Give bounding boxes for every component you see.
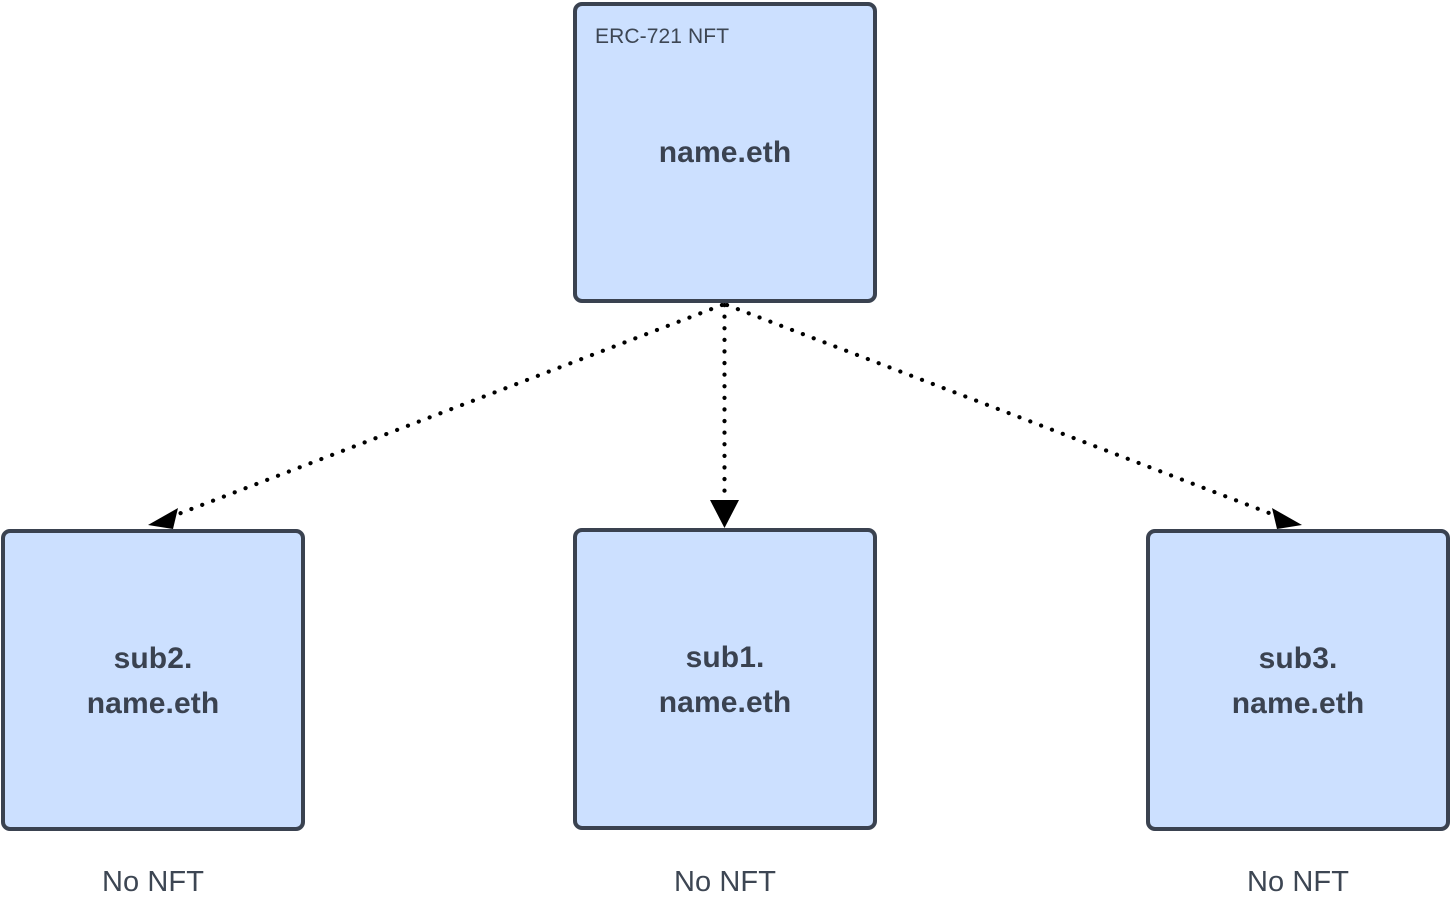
- caption-sub3-no-nft: No NFT: [1246, 866, 1350, 897]
- edge-root-to-sub2: [148, 302, 725, 529]
- node-sub1-name-eth[interactable]: sub1. name.eth: [573, 528, 877, 830]
- node-sub2-title: sub2. name.eth: [86, 642, 220, 720]
- node-root-name-eth[interactable]: ERC-721 NFT name.eth: [573, 2, 877, 303]
- caption-sub1-no-nft: No NFT: [673, 866, 777, 897]
- caption-sub2-no-nft: No NFT: [101, 866, 205, 897]
- node-root-title: name.eth: [658, 136, 792, 169]
- node-sub2-name-eth[interactable]: sub2. name.eth: [1, 529, 305, 831]
- node-root-badge: ERC-721 NFT: [595, 25, 730, 48]
- edge-root-to-sub3: [724, 302, 1302, 529]
- node-sub3-name-eth[interactable]: sub3. name.eth: [1146, 529, 1450, 831]
- edge-root-to-sub1: [710, 302, 739, 528]
- node-sub3-title: sub3. name.eth: [1231, 642, 1365, 720]
- node-sub1-title: sub1. name.eth: [658, 641, 792, 719]
